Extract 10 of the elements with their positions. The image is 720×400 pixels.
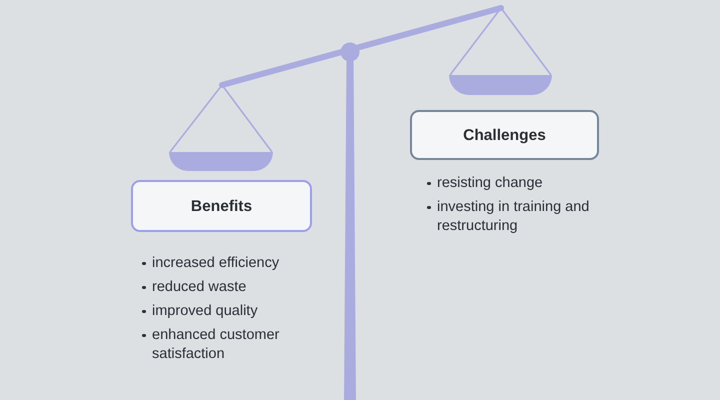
title-card (131, 180, 312, 232)
list-item: investing in training and restructuring (423, 198, 609, 236)
list-item: improved quality (138, 302, 302, 320)
title-card (410, 110, 599, 160)
list-item: reduced waste (138, 278, 302, 296)
card-title: Benefits (190, 196, 252, 216)
list-item: enhanced customer satisfaction (138, 326, 302, 364)
list-item: increased efficiency (138, 254, 302, 272)
list-item: resisting change (423, 174, 609, 192)
card-title: Challenges (463, 126, 546, 144)
